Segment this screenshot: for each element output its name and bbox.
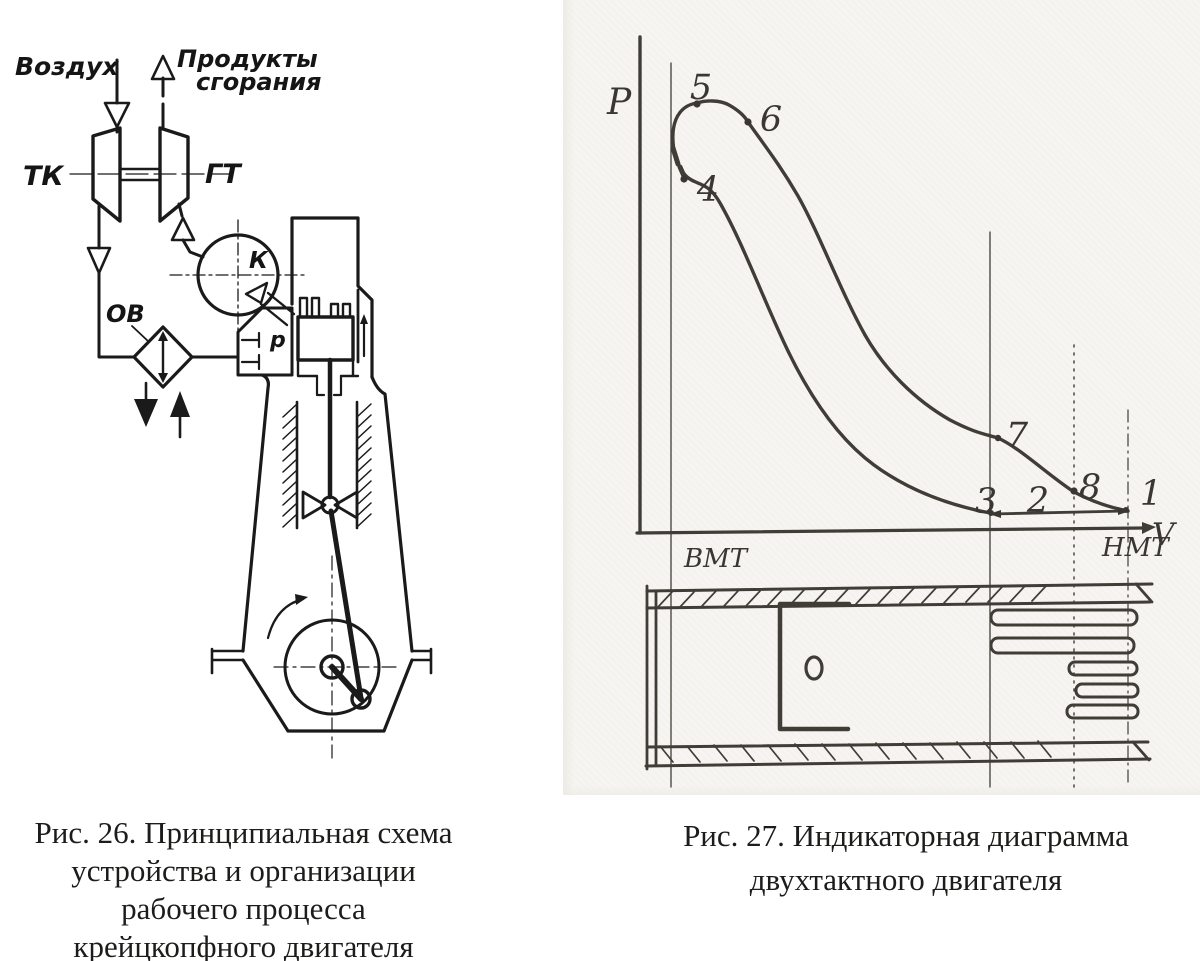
point-label-2: 2 [1026, 481, 1049, 521]
scavenge-ports [1065, 660, 1140, 720]
point-label-1: 1 [1140, 474, 1162, 514]
point-label-5: 5 [690, 68, 712, 108]
scavenge-blower-label: К [249, 248, 269, 274]
turbocompressor-symbol [91, 126, 122, 223]
point-label-3: 3 [975, 482, 997, 522]
point-label-4: 4 [696, 170, 719, 210]
receiver-pressure-label: р [269, 328, 286, 353]
piston [296, 315, 355, 362]
pressure-axis-label: Р [606, 82, 632, 123]
receiver [236, 306, 294, 377]
volume-axis-label: V [1152, 517, 1178, 553]
scan-paper-background [563, 0, 1200, 795]
products-label-line2: сгорания [196, 68, 321, 96]
air-cooler-symbol [131, 325, 194, 389]
fig26-caption-line1: Рис. 26. Принципиальная схема [34, 815, 453, 850]
bdc-label: НМТ [1101, 533, 1170, 563]
cycle-point-dots [680, 100, 1129, 516]
products-label-line1: Продукты [177, 45, 318, 73]
fig27-caption-line2: двухтактного двигателя [749, 862, 1063, 897]
tdc-label: ВМТ [683, 544, 749, 574]
fig26-caption-line3: рабочего процесса [121, 891, 366, 926]
gas-turbine-symbol [158, 126, 190, 223]
fig26-caption: Рис. 26. Принципиальная схема устройства… [0, 814, 487, 961]
air-label: Воздух [15, 52, 119, 81]
air-cooler-label: ОВ [106, 300, 145, 328]
cycle-point-labels: 1 2 3 4 5 6 7 8 [690, 68, 1162, 522]
connecting-rod [328, 508, 364, 701]
cylinder-block [290, 216, 374, 379]
cylinder-bottom-wall [644, 740, 1152, 768]
fig26-crosshead-engine-diagram: Воздух Продукты сгорания ТК ГТ [15, 45, 433, 759]
cooling-water-in-arrow [170, 391, 190, 439]
fig26-caption-line4: крейцкопфного двигателя [73, 929, 414, 961]
frame [210, 373, 433, 733]
turbine-inlet-arrow [170, 202, 205, 259]
turbocharger-shaft [69, 167, 231, 182]
scavenge-line [989, 507, 1130, 518]
fig26-caption-line2: устройства и организации [71, 853, 416, 888]
turbocompressor-label: ТК [23, 161, 65, 192]
cooling-water-out-arrow [134, 381, 158, 427]
point-label-8: 8 [1079, 468, 1101, 508]
exhaust-ports [989, 608, 1139, 655]
scavenge-blower-symbol [169, 219, 307, 333]
rotation-arrow [266, 594, 308, 640]
fig27-caption-line1: Рис. 27. Индикаторная диаграмма [683, 818, 1129, 853]
fig27-caption: Рис. 27. Индикаторная диаграмма двухтакт… [612, 814, 1200, 902]
point-label-6: 6 [760, 100, 782, 140]
point-label-7: 7 [1006, 416, 1029, 456]
compressor-outlet-arrow [86, 204, 240, 359]
indicator-loop [670, 99, 1130, 515]
cylinder-schematic [644, 582, 1154, 771]
exhaust-outlet-arrow [150, 54, 176, 130]
cylinder-top-wall [645, 582, 1154, 610]
gas-turbine-label: ГТ [205, 159, 243, 190]
volume-axis [635, 522, 1156, 535]
fig27-indicator-diagram: Р V ВМТ НМТ 1 2 3 4 [606, 35, 1178, 788]
piston-outline [777, 601, 852, 732]
cylinder-left-wall [645, 584, 658, 771]
crankshaft [283, 618, 381, 716]
